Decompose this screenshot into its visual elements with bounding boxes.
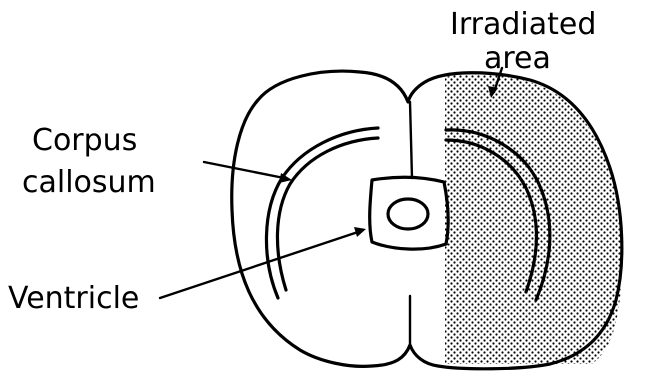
label-irradiated-line2: area: [484, 41, 551, 76]
ventricle-arrowhead: [354, 227, 366, 237]
corpus-leader-line: [204, 162, 284, 178]
midline-fissure-top: [410, 102, 412, 178]
label-ventricle: Ventricle: [8, 281, 139, 316]
ventricle-shape: [388, 199, 428, 229]
label-corpus-line1: Corpus: [32, 123, 137, 158]
label-corpus-line2: callosum: [22, 165, 156, 200]
label-irradiated-line1: Irradiated: [450, 7, 596, 42]
central-block: [370, 177, 448, 249]
ventricle-leader-line: [160, 232, 358, 298]
corpus-callosum-left-inner: [277, 138, 378, 290]
irradiated-region: [445, 40, 645, 375]
